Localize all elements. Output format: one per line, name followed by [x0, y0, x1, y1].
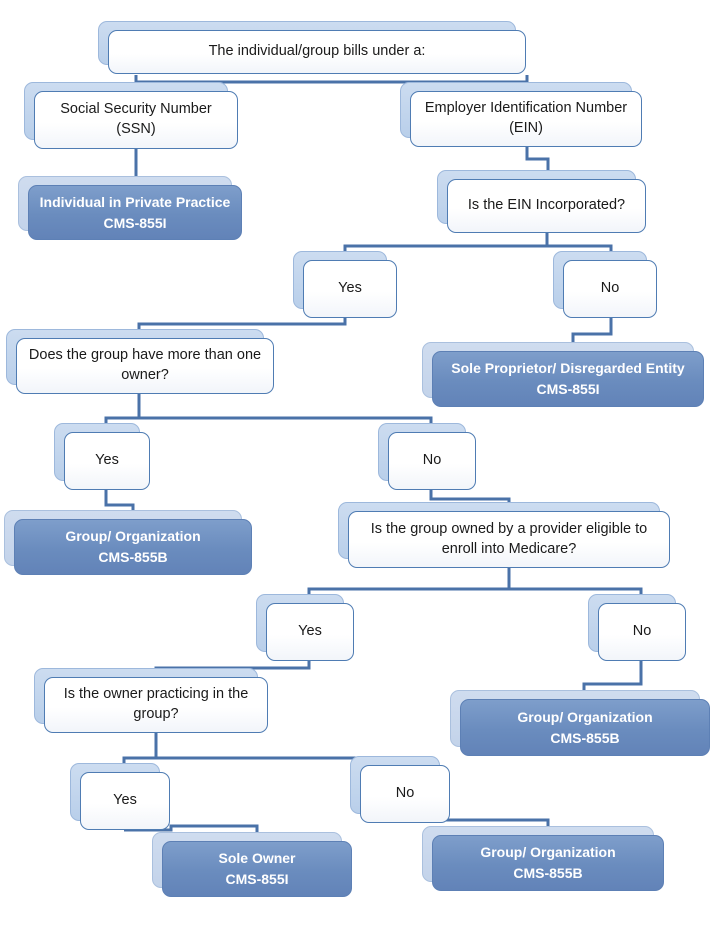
- node-yes-multi-owner[interactable]: Yes: [54, 423, 150, 490]
- node-form-code: CMS-855I: [225, 871, 289, 887]
- node-label: Is the EIN Incorporated?: [467, 197, 626, 214]
- node-label: Yes: [95, 452, 119, 469]
- node-body: Is the group owned by a provider eligibl…: [348, 511, 670, 568]
- node-ein[interactable]: Employer Identification Number (EIN): [400, 82, 642, 147]
- node-body: Social Security Number (SSN): [34, 91, 238, 149]
- node-body: No: [563, 260, 657, 318]
- node-body: Does the group have more than one owner?: [16, 338, 274, 394]
- node-yes-eligible[interactable]: Yes: [256, 594, 354, 661]
- node-owner-practicing[interactable]: Is the owner practicing in the group?: [34, 668, 268, 733]
- node-root[interactable]: The individual/group bills under a:: [98, 21, 526, 74]
- node-label: The individual/group bills under a:: [208, 43, 426, 60]
- node-no-practicing[interactable]: No: [350, 756, 450, 823]
- node-label: Yes: [113, 792, 137, 809]
- node-body: Yes: [64, 432, 150, 490]
- node-body: Individual in Private Practice CMS-855I: [28, 185, 242, 240]
- node-no-multi-owner[interactable]: No: [378, 423, 476, 490]
- node-sublabel: (SSN): [116, 121, 156, 137]
- node-sublabel: (EIN): [509, 120, 543, 136]
- node-sublabel: group?: [133, 706, 179, 722]
- node-group-org-2[interactable]: Group/ Organization CMS-855B: [450, 690, 710, 756]
- node-body: Group/ Organization CMS-855B: [14, 519, 252, 575]
- node-label: Yes: [298, 623, 322, 640]
- node-yes-practicing[interactable]: Yes: [70, 763, 170, 830]
- node-label: Sole Owner: [218, 850, 296, 866]
- node-label: Employer Identification Number: [424, 100, 628, 117]
- node-label: Group/ Organization: [480, 844, 616, 860]
- node-label: Group/ Organization: [65, 528, 201, 544]
- node-label: Yes: [338, 280, 362, 297]
- node-no-eligible[interactable]: No: [588, 594, 686, 661]
- node-sublabel: owner?: [121, 367, 169, 383]
- node-yes-ein-incorporated[interactable]: Yes: [293, 251, 397, 318]
- node-form-code: CMS-855I: [103, 214, 167, 231]
- node-label: Sole Proprietor/ Disregarded Entity: [451, 360, 685, 376]
- node-label: Does the group have more than one: [28, 347, 262, 364]
- node-body: No: [388, 432, 476, 490]
- node-label: No: [422, 452, 442, 469]
- node-body: Is the owner practicing in the group?: [44, 677, 268, 733]
- node-ssn[interactable]: Social Security Number (SSN): [24, 82, 238, 149]
- node-label: No: [600, 280, 620, 297]
- node-body: Sole Owner CMS-855I: [162, 841, 352, 897]
- node-label: Social Security Number: [60, 101, 212, 118]
- node-form-code: CMS-855B: [513, 865, 583, 881]
- node-individual-private-practice[interactable]: Individual in Private Practice CMS-855I: [18, 176, 242, 240]
- node-sublabel: enroll into Medicare?: [441, 540, 577, 557]
- node-ein-incorporated[interactable]: Is the EIN Incorporated?: [437, 170, 646, 233]
- node-body: Yes: [266, 603, 354, 661]
- node-body: Group/ Organization CMS-855B: [460, 699, 710, 756]
- node-sole-owner[interactable]: Sole Owner CMS-855I: [152, 832, 352, 897]
- node-label: No: [632, 623, 652, 640]
- node-label: Group/ Organization: [517, 708, 653, 725]
- node-sole-proprietor[interactable]: Sole Proprietor/ Disregarded Entity CMS-…: [422, 342, 704, 407]
- node-label: Is the owner practicing in the: [63, 686, 249, 703]
- node-more-than-one-owner[interactable]: Does the group have more than one owner?: [6, 329, 274, 394]
- node-form-code: CMS-855B: [550, 729, 620, 746]
- node-body: Employer Identification Number (EIN): [410, 91, 642, 147]
- node-body: Yes: [303, 260, 397, 318]
- node-label: No: [395, 785, 415, 802]
- node-form-code: CMS-855I: [536, 381, 600, 397]
- node-label: Is the group owned by a provider eligibl…: [370, 520, 648, 537]
- node-form-code: CMS-855B: [98, 549, 168, 565]
- node-body: Yes: [80, 772, 170, 830]
- node-label: Individual in Private Practice: [39, 193, 231, 210]
- node-body: No: [360, 765, 450, 823]
- node-group-org-3[interactable]: Group/ Organization CMS-855B: [422, 826, 664, 891]
- node-body: The individual/group bills under a:: [108, 30, 526, 74]
- node-no-ein-incorporated[interactable]: No: [553, 251, 657, 318]
- node-owned-by-eligible-provider[interactable]: Is the group owned by a provider eligibl…: [338, 502, 670, 568]
- node-group-org-1[interactable]: Group/ Organization CMS-855B: [4, 510, 252, 575]
- node-body: Is the EIN Incorporated?: [447, 179, 646, 233]
- node-body: Sole Proprietor/ Disregarded Entity CMS-…: [432, 351, 704, 407]
- node-body: No: [598, 603, 686, 661]
- node-body: Group/ Organization CMS-855B: [432, 835, 664, 891]
